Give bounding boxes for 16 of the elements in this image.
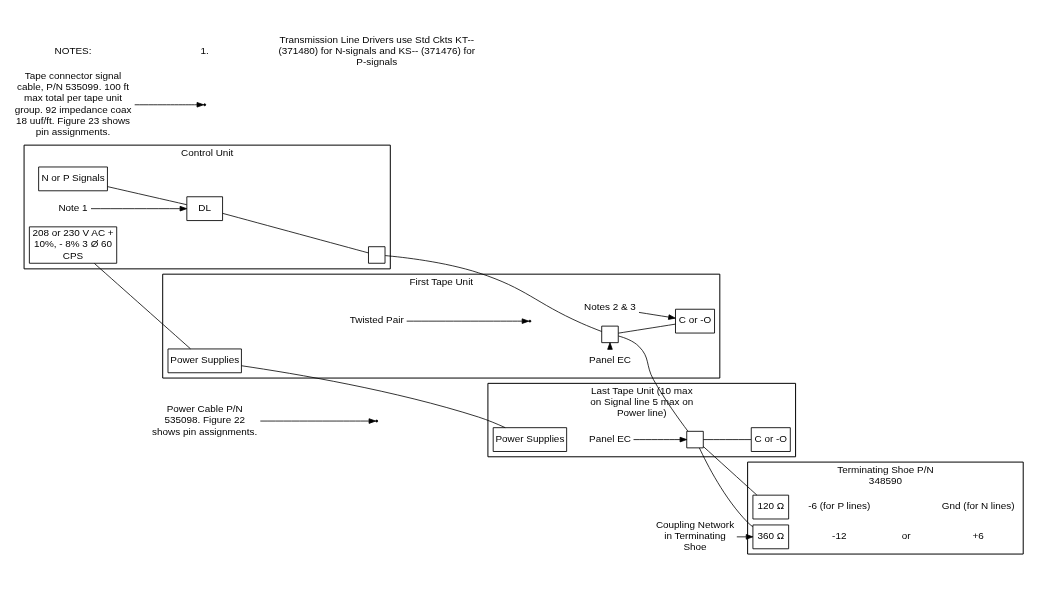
label: Transmission Line Drivers use Std Ckts KT-- (371480) for N-signals and KS-- (371476) for P-signals bbox=[278, 33, 476, 68]
label: -6 (for P lines) bbox=[808, 500, 871, 512]
node-text: Tape connector signal cable, P/N 535099. 100 ft max total per tape unit group. 92 impedance coax 18 uuf/ft. Figure 23 shows pin assignments. bbox=[14, 69, 132, 138]
label: +6 bbox=[972, 530, 984, 542]
label: -12 bbox=[832, 530, 847, 542]
node-text: Panel EC bbox=[589, 432, 631, 444]
node-text: Twisted Pair bbox=[349, 314, 404, 326]
node-text: Panel EC bbox=[589, 354, 631, 366]
label: Gnd (for N lines) bbox=[941, 500, 1015, 512]
node-text: Power Cable P/N 535098. Figure 22 shows pin assignments. bbox=[152, 403, 258, 437]
label: or bbox=[901, 530, 911, 542]
node-text: Coupling Network in Terminating Shoe bbox=[655, 518, 735, 553]
label: 1. bbox=[200, 45, 209, 57]
label: NOTES: bbox=[54, 45, 92, 57]
node-text: Notes 2 & 3 bbox=[584, 301, 636, 313]
node-text: Note 1 bbox=[58, 201, 88, 213]
